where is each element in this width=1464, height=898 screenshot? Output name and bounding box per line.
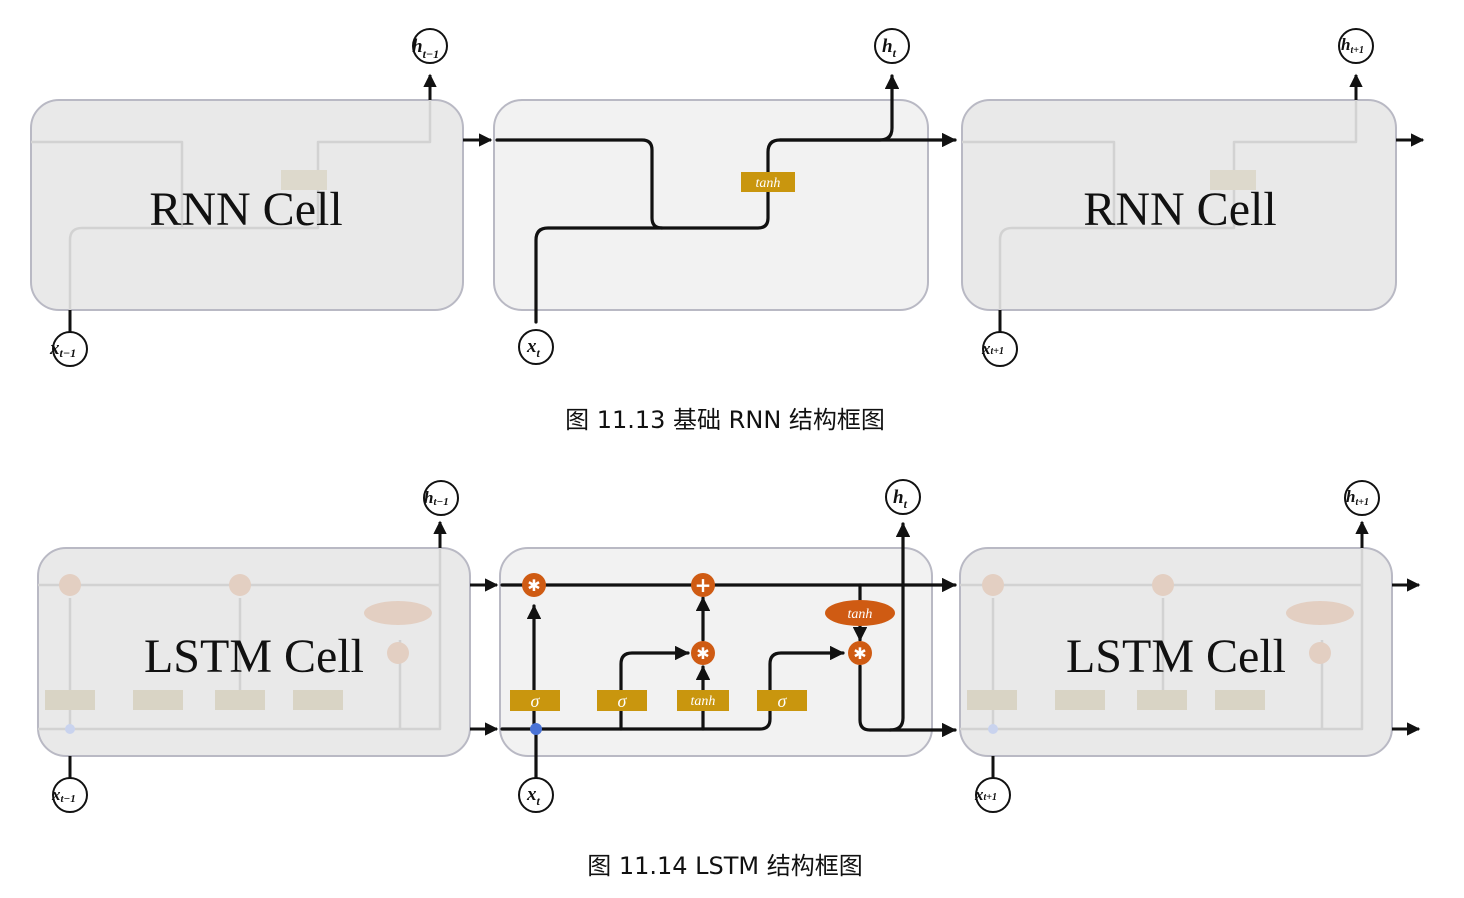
lstm-input-junction <box>530 723 542 735</box>
rnn-figure: RNN Cell tanh RNN Cell <box>30 28 1425 434</box>
lstm-cell-center: σ σ tanh σ ✱ + ✱ ✱ <box>499 522 957 784</box>
rnn-node-h-cur: ht <box>874 28 910 64</box>
rnn-tanh-gate <box>741 172 795 192</box>
lstm-node-h-cur: ht <box>885 479 921 515</box>
svg-text:tanh: tanh <box>691 694 716 709</box>
lstm-forget-mult: ✱ <box>522 573 546 597</box>
rnn-cell-right: RNN Cell <box>961 99 1397 311</box>
svg-text:ht−1: ht−1 <box>424 488 449 508</box>
rnn-cell-right-label: RNN Cell <box>1083 183 1276 236</box>
lstm-cell-right: LSTM Cell <box>959 547 1393 757</box>
svg-text:✱: ✱ <box>696 644 709 663</box>
svg-text:σ: σ <box>778 691 788 711</box>
rnn-cell-left-label: RNN Cell <box>149 183 342 236</box>
lstm-cell-add: + <box>691 573 715 597</box>
lstm-node-x-prev: xt−1 <box>51 777 88 813</box>
rnn-caption: 图 11.13 基础 RNN 结构框图 <box>565 406 885 434</box>
lstm-output-sigma <box>757 690 807 711</box>
lstm-node-h-prev: ht−1 <box>423 480 459 516</box>
svg-text:σ: σ <box>531 691 541 711</box>
rnn-node-h-prev: ht−1 <box>412 28 448 64</box>
svg-text:ht: ht <box>893 487 908 511</box>
svg-text:xt−1: xt−1 <box>51 785 76 805</box>
lstm-input-mult: ✱ <box>691 641 715 665</box>
lstm-cell-tanh: tanh <box>825 600 895 626</box>
rnn-node-x-cur: xt <box>518 329 554 365</box>
svg-text:ht: ht <box>882 36 897 60</box>
svg-text:+: + <box>695 573 712 597</box>
lstm-forget-sigma <box>510 690 560 711</box>
lstm-cell-right-label: LSTM Cell <box>1066 630 1286 683</box>
lstm-caption: 图 11.14 LSTM 结构框图 <box>587 852 863 880</box>
svg-text:ht−1: ht−1 <box>412 36 439 61</box>
lstm-output-mult: ✱ <box>848 641 872 665</box>
lstm-node-x-next: xt+1 <box>974 777 1011 813</box>
rnn-node-x-next: xt+1 <box>981 331 1018 367</box>
lstm-node-x-cur: xt <box>518 777 554 813</box>
svg-text:xt: xt <box>526 784 541 808</box>
svg-text:ht+1: ht+1 <box>1341 35 1364 56</box>
svg-text:xt: xt <box>526 336 541 360</box>
lstm-cell-left-label: LSTM Cell <box>144 630 364 683</box>
svg-text:xt−1: xt−1 <box>49 338 76 360</box>
lstm-cell-left: LSTM Cell <box>37 547 471 757</box>
svg-text:ht+1: ht+1 <box>1346 487 1369 508</box>
rnn-node-x-prev: xt−1 <box>49 331 88 367</box>
svg-text:σ: σ <box>618 691 628 711</box>
svg-text:✱: ✱ <box>853 644 866 663</box>
rnn-cell-left: RNN Cell <box>30 99 464 311</box>
lstm-figure: LSTM Cell σ σ tanh <box>37 479 1421 880</box>
svg-text:xt+1: xt+1 <box>981 339 1004 358</box>
lstm-candidate-tanh <box>677 690 729 711</box>
svg-text:tanh: tanh <box>848 607 873 622</box>
rnn-node-h-next: ht+1 <box>1338 28 1374 64</box>
svg-text:xt+1: xt+1 <box>974 785 997 804</box>
lstm-input-sigma <box>597 690 647 711</box>
svg-text:tanh: tanh <box>756 176 781 191</box>
lstm-node-h-next: ht+1 <box>1344 480 1380 516</box>
rnn-cell-center: tanh <box>493 74 957 324</box>
svg-text:✱: ✱ <box>527 576 540 595</box>
